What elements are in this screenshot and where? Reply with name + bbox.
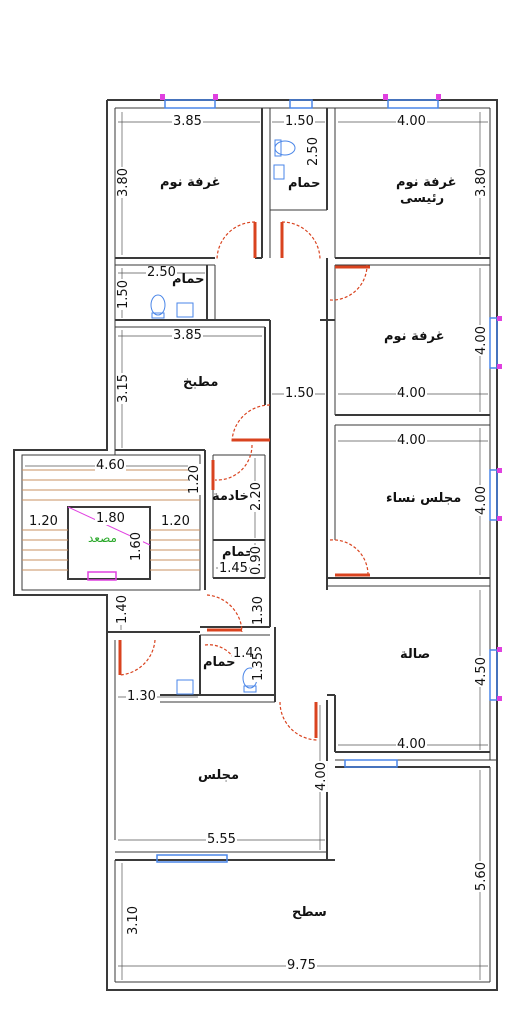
dim-380-right: 3.80 [473, 167, 489, 198]
dim-160: 1.60 [128, 531, 144, 562]
room-women-majlis: مجلس نساء [386, 491, 462, 506]
window-markers [160, 94, 502, 701]
windows [87, 99, 498, 863]
room-bathroom-lower: حمام [203, 655, 236, 670]
outer-wall [13, 99, 498, 991]
room-bathroom-small: حمام [172, 272, 205, 287]
room-kitchen: مطبخ [183, 375, 219, 390]
dim-380-left: 3.80 [115, 167, 131, 198]
dim-315: 3.15 [115, 373, 131, 404]
dim-120-stair-v: 1.20 [186, 464, 202, 495]
doors [118, 221, 370, 741]
dim-400-hall: 4.00 [396, 737, 427, 752]
dim-130-h: 1.30 [126, 689, 157, 704]
room-maid: خادمة [212, 489, 249, 504]
dim-975: 9.75 [286, 958, 317, 973]
dim-220: 2.20 [248, 481, 264, 512]
room-master-bedroom: غرفة نوم [396, 175, 457, 190]
dim-310: 3.10 [125, 905, 141, 936]
dim-120-right: 1.20 [160, 514, 191, 529]
room-bathroom-mid: حمام [222, 545, 255, 560]
dim-180: 1.80 [95, 511, 126, 526]
room-hall: صالة [400, 647, 431, 662]
dim-460: 4.60 [95, 458, 126, 473]
dim-120-left: 1.20 [28, 514, 59, 529]
room-majlis: مجلس [198, 768, 240, 783]
room-bedroom-1: غرفة نوم [160, 175, 221, 190]
dim-090: 0.90 [248, 545, 264, 576]
room-bathroom-top: حمام [288, 176, 321, 191]
dim-400-bed2-v: 4.00 [473, 325, 489, 356]
dim-145: 1.45 [218, 561, 249, 576]
dim-250-bath: 2.50 [305, 136, 321, 167]
dim-135: 1.35 [250, 651, 266, 682]
dim-150-top: 1.50 [284, 114, 315, 129]
room-elevator: مصعد [88, 531, 117, 545]
dim-400-majlis: 4.00 [313, 761, 329, 792]
dim-140-v: 1.40 [114, 594, 130, 625]
dim-450: 4.50 [473, 656, 489, 687]
dim-250-small: 2.50 [146, 265, 177, 280]
dim-555: 5.55 [206, 832, 237, 847]
dim-400-women-v: 4.00 [473, 485, 489, 516]
dim-150-small: 1.50 [115, 279, 131, 310]
room-master-bedroom-line2: رئيسى [400, 191, 445, 206]
walls [13, 99, 498, 991]
dim-400-women-h: 4.00 [396, 433, 427, 448]
dim-560: 5.60 [473, 861, 489, 892]
dim-385-top: 3.85 [172, 114, 203, 129]
dim-150-corr: 1.50 [284, 386, 315, 401]
dim-385-kitchen: 3.85 [172, 328, 203, 343]
room-bedroom-2: غرفة نوم [384, 329, 445, 344]
room-roof: سطح [292, 905, 327, 920]
dim-400-bed2-h: 4.00 [396, 386, 427, 401]
fixtures [150, 139, 296, 695]
dim-400-top: 4.00 [396, 114, 427, 129]
dim-130-v: 1.30 [250, 595, 266, 626]
